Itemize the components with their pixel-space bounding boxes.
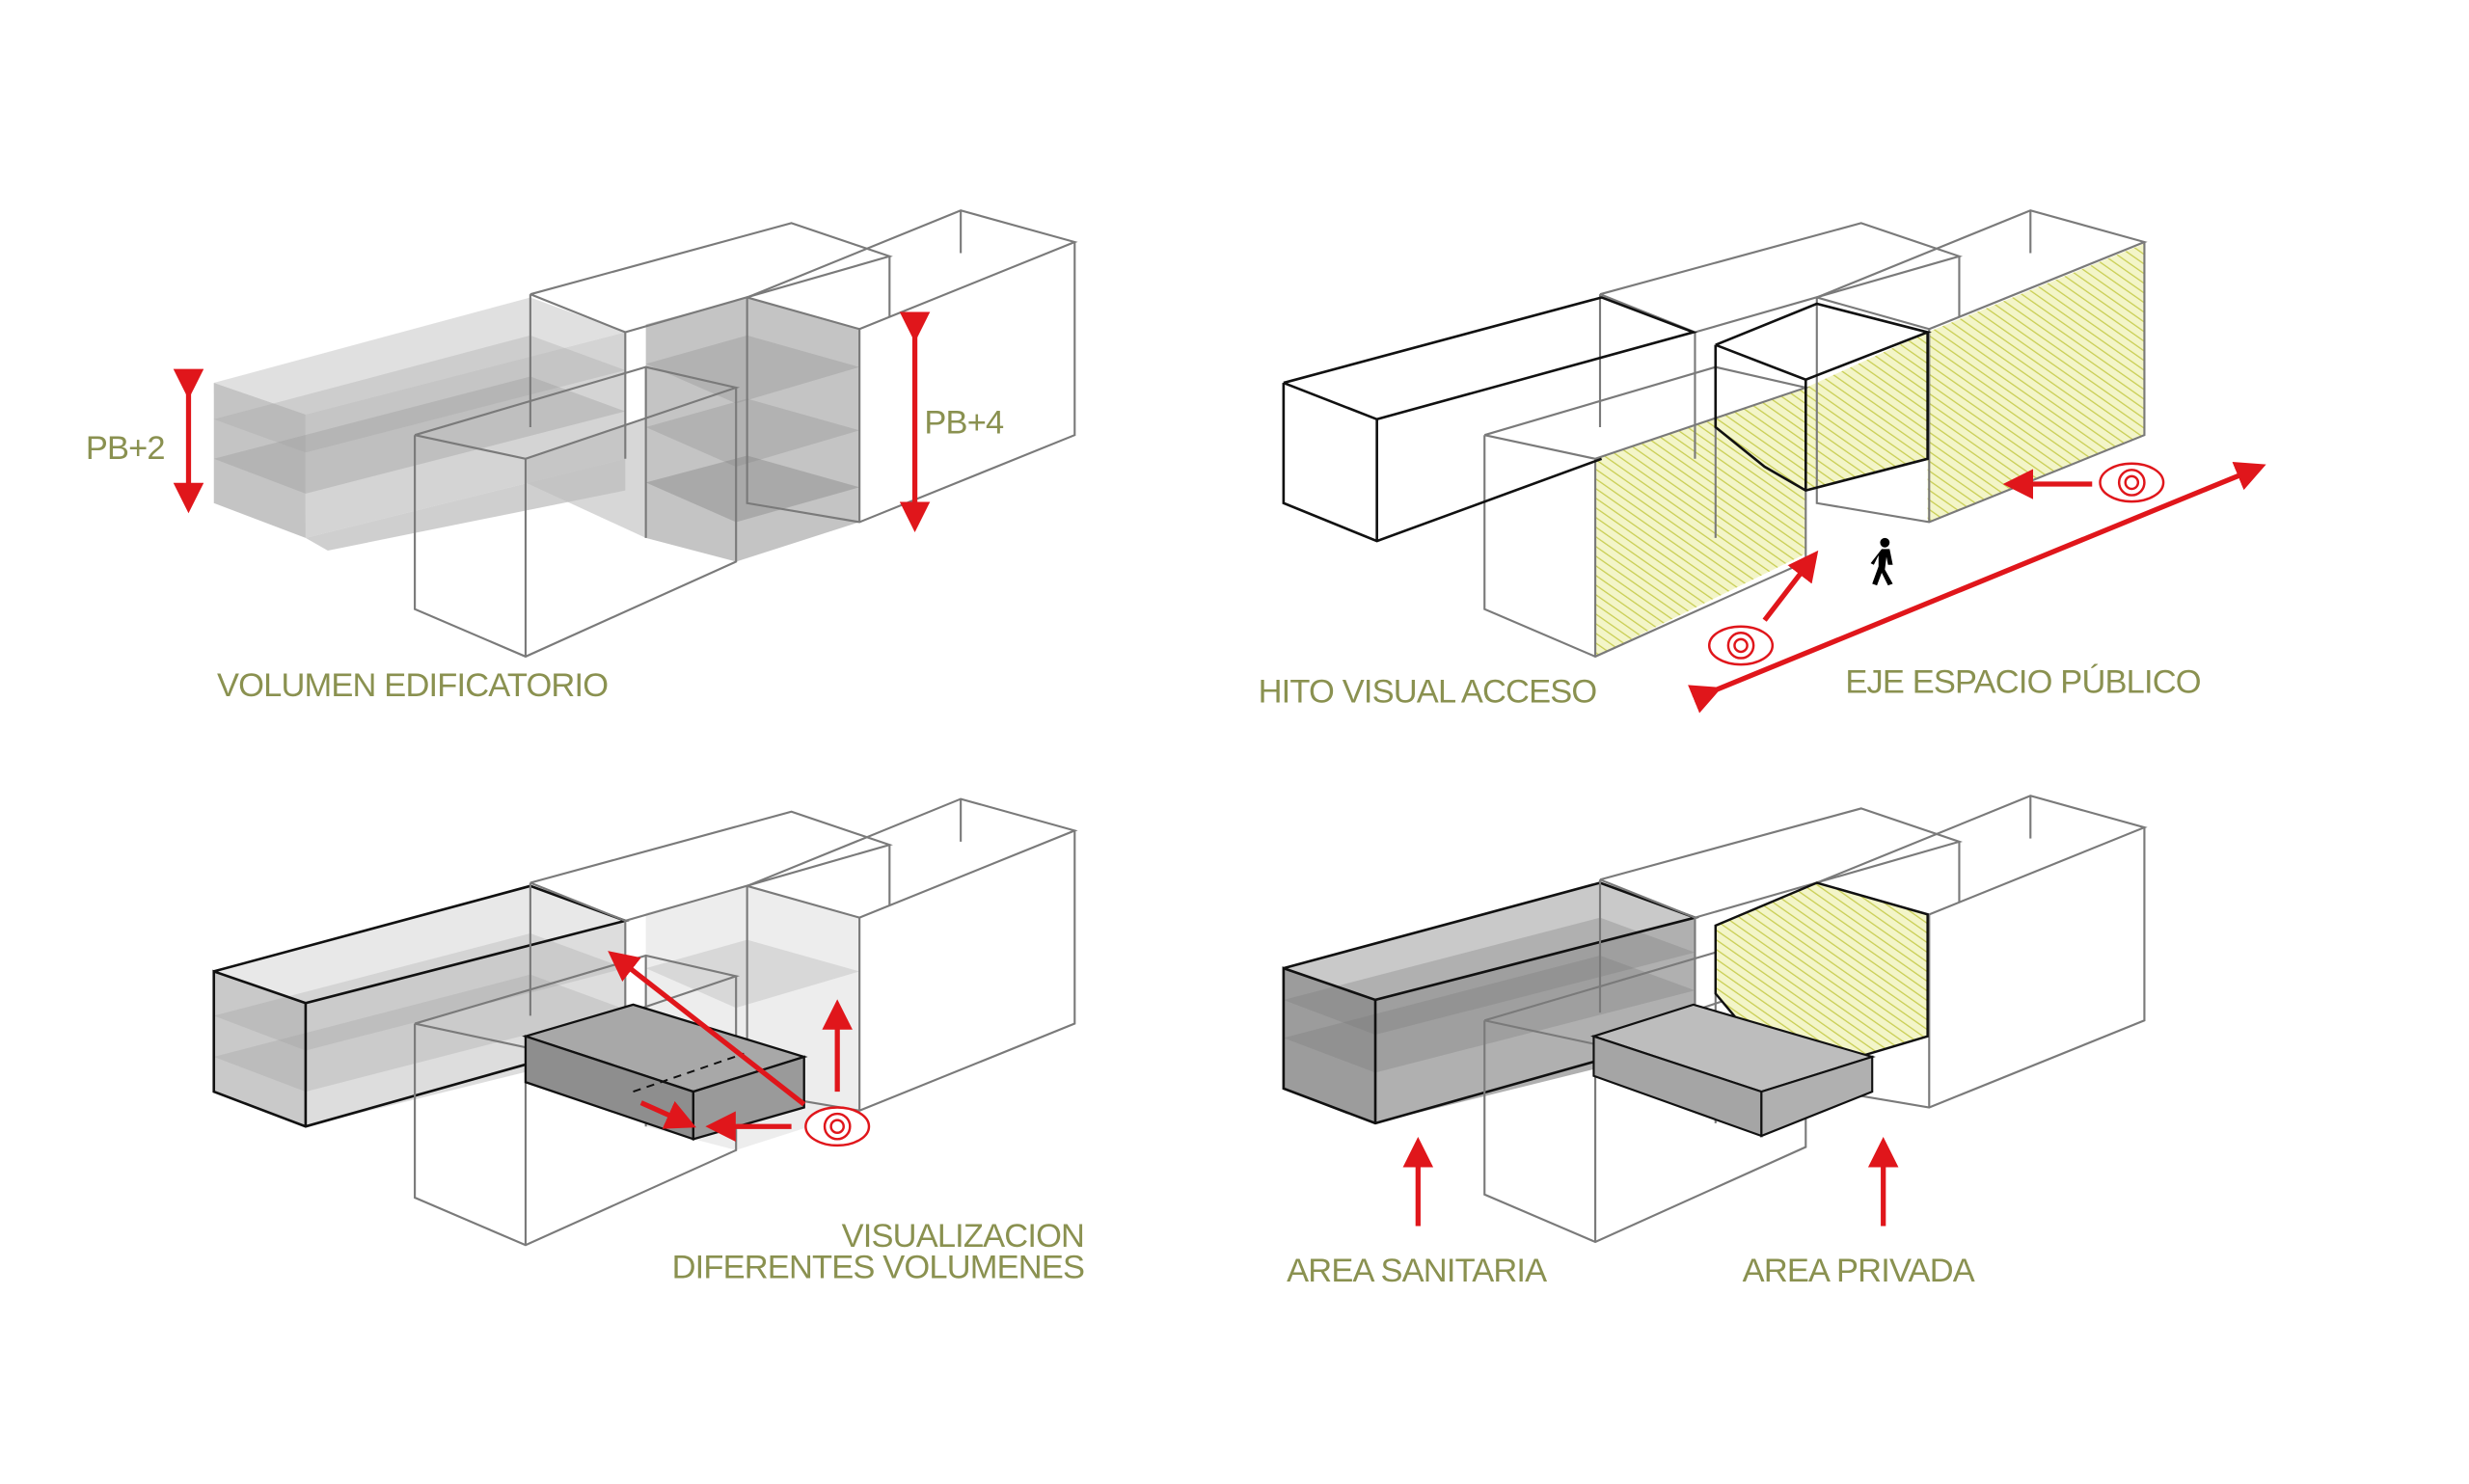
eye-icon <box>804 1106 871 1147</box>
label-visualizacion: VISUALIZACION <box>842 1218 1085 1255</box>
view-arrow <box>608 951 806 1107</box>
annotation-pb4: PB+4 <box>924 405 1004 442</box>
gray-stacked-floors <box>213 297 860 562</box>
panel-hito-visual: HITO VISUAL ACCESO EJE ESPACIO PÚBLICO <box>1259 209 2266 714</box>
label-diferentes-volumenes: DIFERENTES VOLUMENES <box>672 1250 1085 1286</box>
public-axis-arrow <box>1688 462 2266 714</box>
low-gray-volume <box>1589 1003 1876 1138</box>
eye-icon <box>2099 462 2165 503</box>
hatched-facade <box>1927 243 2145 523</box>
panel-areas: AREA SANITARIA AREA PRIVADA <box>1282 795 2146 1289</box>
hatched-facade <box>1595 387 1806 657</box>
label-eje-espacio-publico: EJE ESPACIO PÚBLICO <box>1845 663 2200 701</box>
eye-icon <box>1707 625 1775 666</box>
label-hito-visual-acceso: HITO VISUAL ACCESO <box>1259 673 1597 710</box>
hatched-facade <box>1805 332 1928 491</box>
panel-volumen-edificatorio: PB+2 PB+4 VOLUMEN EDIFICATORIO <box>86 209 1076 704</box>
panel-visualizacion: VISUALIZACION DIFERENTES VOLUMENES <box>212 797 1085 1286</box>
annotation-pb2: PB+2 <box>86 430 165 467</box>
view-arrow <box>639 1100 696 1129</box>
panel-label: VOLUMEN EDIFICATORIO <box>217 667 608 704</box>
pedestrian-icon <box>1870 537 1893 586</box>
label-area-privada: AREA PRIVADA <box>1743 1253 1975 1289</box>
label-area-sanitaria: AREA SANITARIA <box>1287 1253 1547 1289</box>
